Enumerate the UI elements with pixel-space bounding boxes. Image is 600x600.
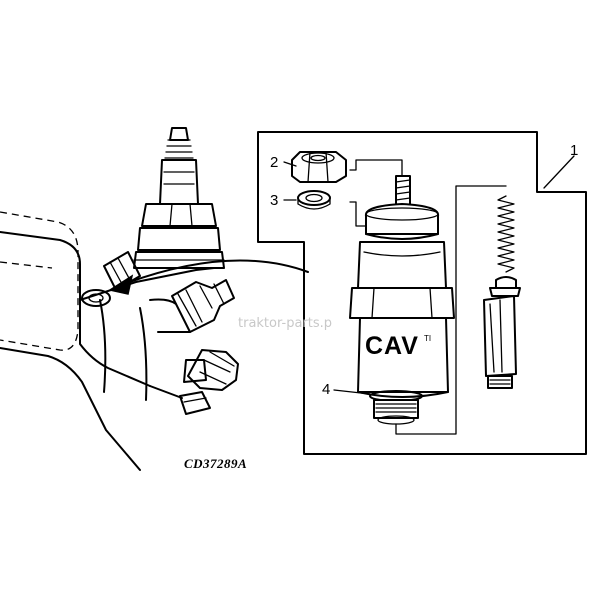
detail-box-outline [257,131,587,455]
callout-2: 2 [270,154,279,171]
watermark-text: traktor-parts.p [238,316,333,331]
plunger [483,276,521,389]
pointer-arrow [108,259,309,295]
part-3-washer [283,190,331,210]
solenoid-brand-mark: TI [424,334,432,343]
injection-pump-body [0,127,239,471]
callout-1: 1 [570,142,579,159]
leader-1 [543,155,575,189]
callout-4: 4 [322,381,331,398]
part-2-hex-nut [283,151,347,183]
stop-solenoid-body [333,175,455,425]
callout-3: 3 [270,192,279,209]
connector-bracket-bottom [395,185,507,435]
return-spring [497,195,515,273]
figure-code: CD37289A [184,456,248,471]
solenoid-brand-label: CAV [365,332,419,360]
